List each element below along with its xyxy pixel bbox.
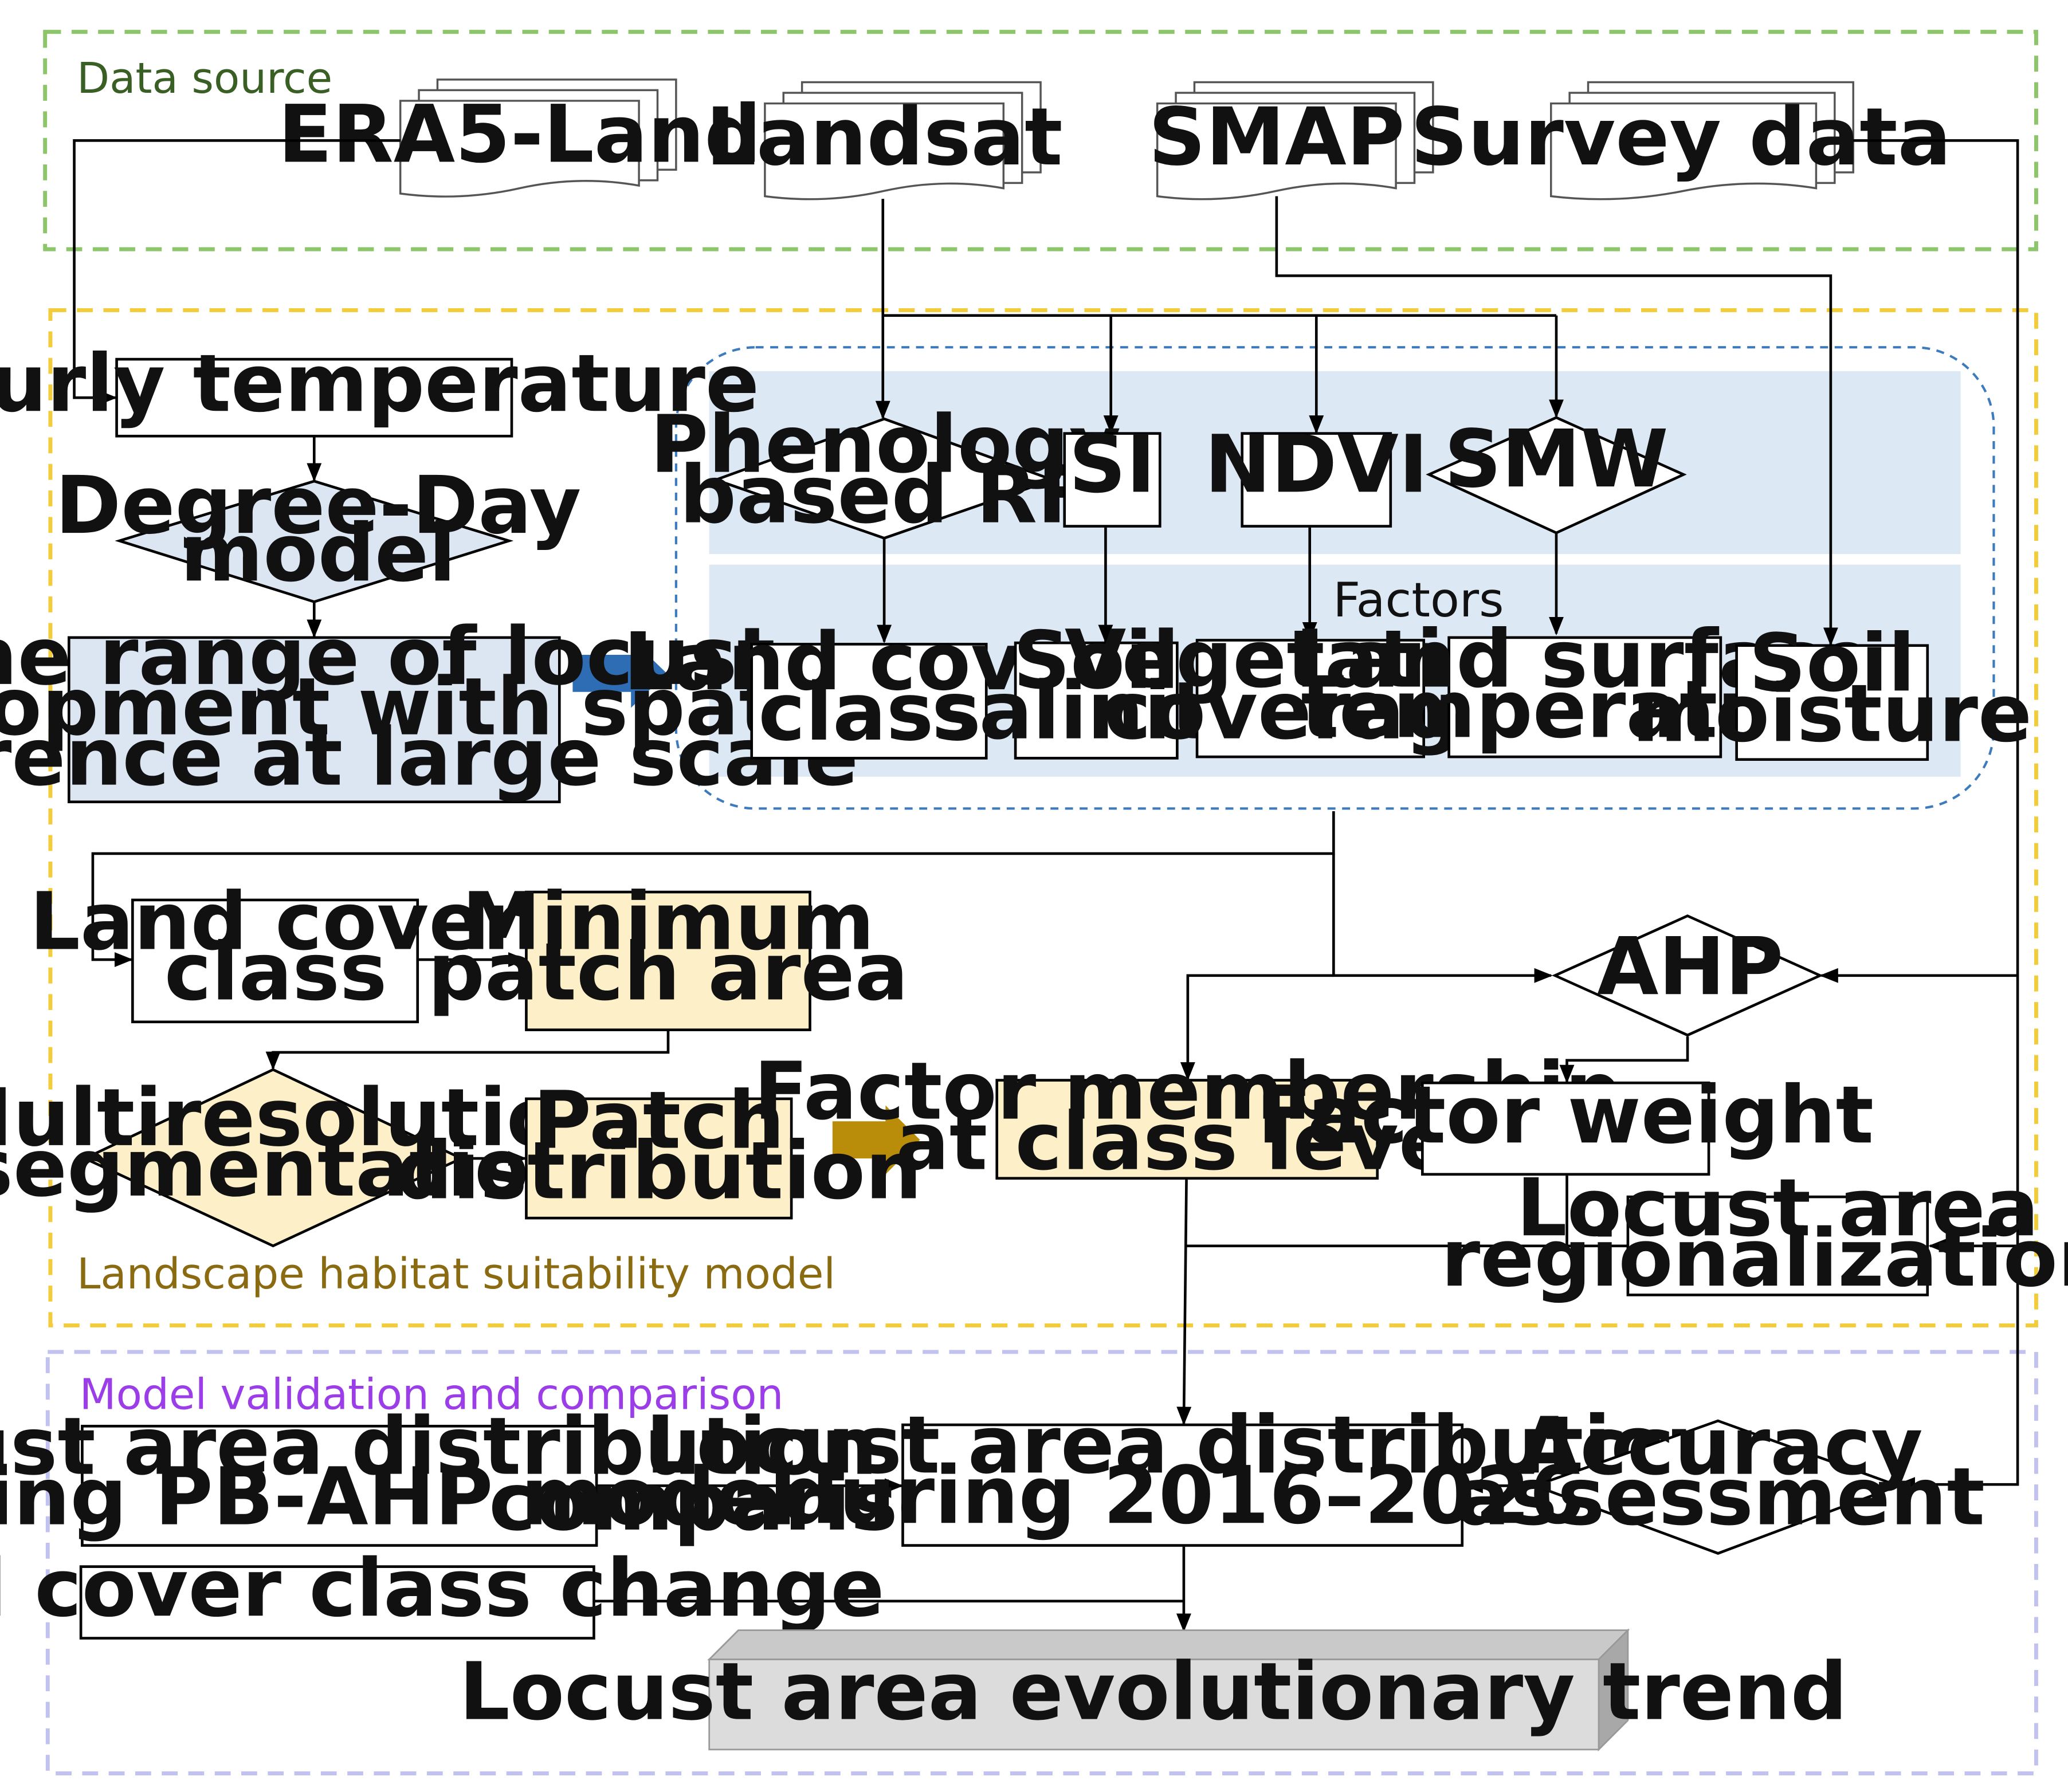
factor-weight-label: Factor weight: [1257, 1068, 1874, 1161]
time-range-line1: Time range of locust: [0, 610, 775, 703]
connectors: [73, 139, 2019, 1632]
patch-land-cover-line2: class: [164, 925, 387, 1018]
evolutionary-trend-prism: Locust area evolutionary trend: [459, 1628, 1847, 1752]
data-source-title: Data source: [77, 54, 332, 103]
phenology-line2: based RF: [680, 449, 1092, 541]
factor-weight-box: Factor weight: [1257, 1068, 1874, 1176]
pb-ahp-line1: Locust area distribution: [0, 1400, 878, 1493]
hourly-temperature-box: Hourly temperature: [0, 337, 759, 438]
soil-moisture-line2: moisture: [1632, 667, 2032, 760]
factors-label: Factors: [1333, 572, 1504, 628]
source-survey-data: Survey data: [1411, 81, 1952, 201]
si-label: SI: [1069, 418, 1156, 510]
ndvi-box: NDVI: [1204, 418, 1428, 528]
patch-land-cover-line1: Land cover: [30, 875, 523, 968]
source-landsat-label: Landsat: [706, 91, 1063, 183]
time-range-box: Time range of locust development with sp…: [0, 610, 885, 804]
degree-day-line1: Degree-Day: [55, 459, 581, 552]
smw-decision: SMW: [1426, 412, 1687, 535]
distribution-2016-2020-box: Locust area distribution during 2016–202…: [646, 1398, 1722, 1547]
hourly-temperature-label: Hourly temperature: [0, 337, 759, 430]
phenology-line1: Phenology: [650, 398, 1121, 491]
source-smap: SMAP: [1148, 81, 1434, 201]
distribution-line1: Locust area distribution: [646, 1398, 1722, 1491]
source-era5-label: ERA5-Land: [278, 88, 762, 180]
patch-distribution-box: Patch distribution: [396, 1074, 922, 1220]
accuracy-line1: Accuracy: [1518, 1400, 1923, 1493]
min-patch-line1: Minimum: [462, 875, 874, 968]
segmentation-line2: segmentation: [0, 1122, 586, 1215]
source-era5-land: ERA5-Land: [278, 78, 762, 198]
segmentation-decision: Multiresolution segmentation: [0, 1068, 618, 1248]
ahp-decision: AHP: [1552, 914, 1824, 1037]
regionalization-line1: Locust area: [1516, 1161, 2039, 1254]
phenology-rf-decision: Phenology based RF: [650, 398, 1121, 541]
land-cover-change-box: Land cover class change: [0, 1542, 884, 1640]
accuracy-assessment-decision: Accuracy assessment: [1457, 1400, 1985, 1555]
patch-distribution-line2: distribution: [396, 1124, 922, 1217]
factors-dashed-panel: [674, 346, 1995, 810]
time-range-line3: difference at large scale: [0, 711, 858, 804]
land-change-label: Land cover class change: [0, 1542, 884, 1634]
patch-land-cover-box: Land cover class: [30, 875, 523, 1024]
distribution-line2: during 2016–2020: [782, 1449, 1586, 1542]
minimum-patch-area-box: Minimum patch area: [428, 875, 909, 1031]
pb-ahp-line2: using PB-AHP model: [0, 1451, 796, 1543]
min-patch-line2: patch area: [428, 925, 909, 1018]
segmentation-line1: Multiresolution: [0, 1071, 618, 1164]
data-source-frame: [43, 30, 2038, 251]
validation-title: Model validation and comparison: [80, 1370, 784, 1419]
factor-membership-box: Factor membership at class level: [754, 1045, 1622, 1188]
degree-day-line2: model: [180, 506, 456, 599]
source-smap-label: SMAP: [1148, 91, 1404, 183]
soil-salinity-line1: Soil: [1013, 614, 1179, 707]
trend-label: Locust area evolutionary trend: [459, 1645, 1847, 1738]
source-survey-label: Survey data: [1411, 91, 1952, 183]
degree-day-decision: Degree-Day model: [55, 459, 581, 603]
validation-frame: [45, 1350, 2038, 1775]
habitat-model-frame: [48, 308, 2038, 1328]
gold-flow-arrow: [832, 1105, 920, 1174]
membership-line2: at class level: [896, 1095, 1480, 1188]
factor-land-cover-line2: class: [758, 666, 981, 759]
source-landsat: Landsat: [706, 81, 1063, 201]
smw-label: SMW: [1444, 412, 1668, 505]
pb-ahp-distribution-box: Locust area distribution using PB-AHP mo…: [0, 1400, 878, 1547]
ndvi-label: NDVI: [1204, 418, 1428, 510]
time-range-line2: development with spatial: [0, 661, 885, 753]
blue-flow-arrow: [572, 639, 667, 708]
regionalization-box: Locust area regionalization: [1441, 1161, 2068, 1304]
soil-moisture-line1: Soil: [1749, 616, 1915, 709]
patch-distribution-line1: Patch: [533, 1074, 784, 1167]
vegetation-line2: coverage: [1104, 665, 1516, 757]
habitat-model-title: Landscape habitat suitability model: [77, 1249, 835, 1299]
factor-soil-salinity-box: Soil salinity: [932, 614, 1261, 760]
regionalization-line2: regionalization: [1441, 1212, 2068, 1304]
si-box: SI: [1063, 418, 1161, 528]
accuracy-line2: assessment: [1457, 1451, 1985, 1543]
factor-soil-moisture-box: Soil moisture: [1632, 616, 2032, 761]
ahp-label: AHP: [1597, 920, 1783, 1013]
